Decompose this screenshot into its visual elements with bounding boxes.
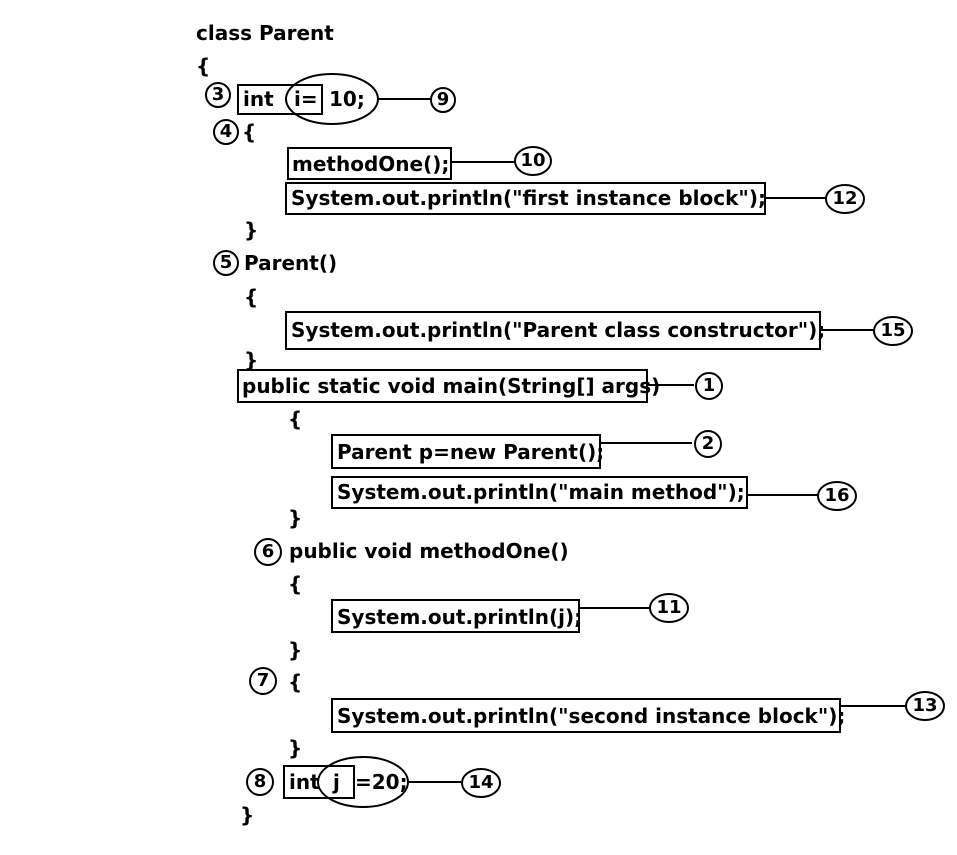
methodone-call: methodOne(); [292, 152, 450, 176]
circle-1 [695, 372, 723, 400]
println-j: System.out.println(j); [337, 605, 583, 629]
step-label-6: 6 [261, 541, 275, 562]
println-constructor: System.out.println("Parent class constru… [291, 318, 826, 342]
circle-4 [213, 119, 239, 145]
methodone-open-brace: { [288, 572, 303, 596]
step-label-3: 3 [211, 84, 225, 105]
println-second-instance-block: System.out.println("second instance bloc… [337, 704, 846, 728]
methodone-declaration: public void methodOne() [289, 539, 569, 563]
circle-5 [213, 250, 239, 276]
instance-block-1-close-brace: } [244, 218, 259, 242]
box-println-second [331, 698, 841, 733]
int-keyword-i: int [243, 87, 274, 111]
step-label-16: 16 [824, 485, 850, 506]
methodone-close-brace: } [288, 638, 303, 662]
circle-14 [461, 768, 501, 798]
circle-9 [430, 87, 456, 113]
box-println-j [331, 599, 580, 633]
new-parent-statement: Parent p=new Parent(); [337, 440, 605, 464]
circle-10 [514, 146, 552, 176]
variable-j: j [333, 770, 340, 794]
circle-3 [205, 82, 231, 108]
step-label-7: 7 [256, 670, 270, 691]
int-keyword-j: int [289, 770, 320, 794]
value-j: =20; [355, 770, 408, 794]
constructor-close-brace: } [244, 348, 259, 372]
class-declaration: class Parent [196, 21, 334, 45]
step-label-4: 4 [219, 121, 233, 142]
step-label-5: 5 [219, 252, 233, 273]
println-main-method: System.out.println("main method"); [337, 480, 745, 504]
step-label-13: 13 [912, 695, 938, 716]
circle-16 [817, 481, 857, 511]
circle-15 [873, 316, 913, 346]
class-open-brace: { [196, 54, 211, 78]
circle-11 [649, 593, 689, 623]
circle-12 [825, 184, 865, 214]
step-label-8: 8 [253, 771, 267, 792]
circle-6 [254, 538, 282, 566]
constructor-declaration: Parent() [244, 251, 338, 275]
variable-i: i= [294, 87, 318, 111]
instance-block-2-close-brace: } [288, 736, 303, 760]
println-first-instance-block: System.out.println("first instance block… [291, 186, 766, 210]
circle-2 [694, 430, 722, 458]
circle-8 [246, 768, 274, 796]
step-label-2: 2 [701, 433, 715, 454]
step-label-10: 10 [520, 150, 546, 171]
value-i: 10; [329, 87, 365, 111]
circle-7 [249, 667, 277, 695]
step-label-9: 9 [436, 89, 450, 110]
step-label-12: 12 [832, 188, 858, 209]
circle-13 [905, 691, 945, 721]
step-label-15: 15 [880, 320, 906, 341]
main-close-brace: } [288, 506, 303, 530]
main-open-brace: { [288, 407, 303, 431]
box-int-j [283, 765, 355, 799]
step-label-14: 14 [468, 772, 494, 793]
box-new-parent [331, 434, 601, 469]
instance-block-2-open-brace: { [288, 670, 303, 694]
box-int-i [237, 84, 323, 115]
box-println-main [331, 476, 748, 509]
main-declaration: public static void main(String[] args) [242, 374, 661, 398]
step-label-1: 1 [702, 375, 716, 396]
box-methodone-call [287, 147, 452, 180]
instance-block-1-open-brace: { [242, 120, 257, 144]
class-close-brace: } [240, 803, 255, 827]
constructor-open-brace: { [244, 285, 259, 309]
step-label-11: 11 [656, 597, 682, 618]
